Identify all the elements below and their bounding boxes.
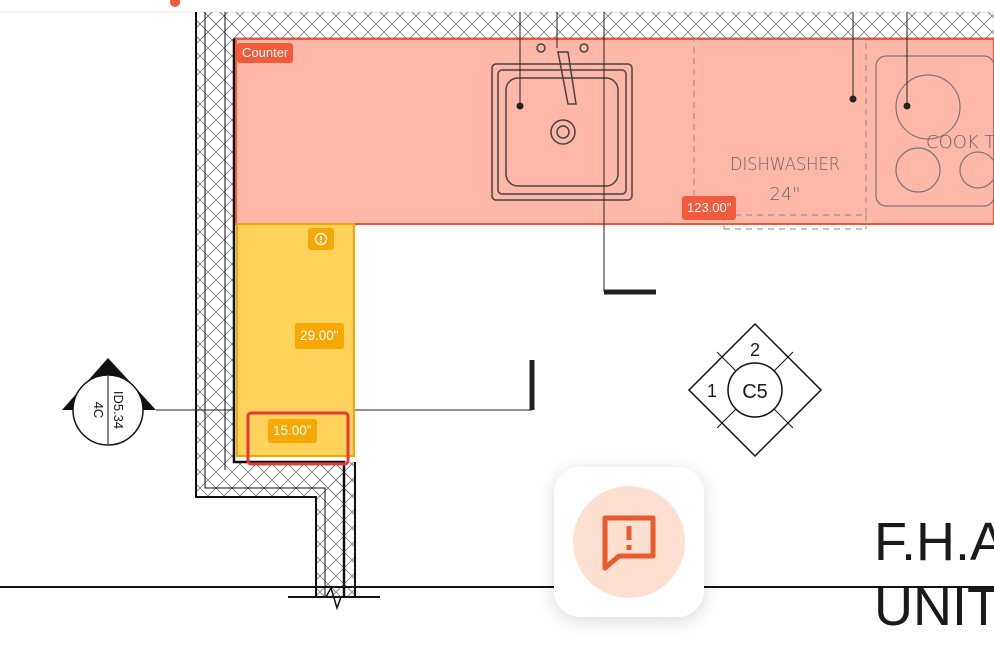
grid-tag xyxy=(687,322,823,458)
grid-tag-label: C5 xyxy=(742,381,768,403)
feedback-button[interactable] xyxy=(554,467,704,617)
title-line-2: UNIT xyxy=(874,577,994,637)
section-ref-top: ID5.34 xyxy=(111,391,126,429)
bottom-line xyxy=(0,586,994,611)
grid-tag-num-1: 1 xyxy=(707,381,717,401)
cooktop xyxy=(875,55,994,207)
cabinet-width-tag[interactable]: 15.00" xyxy=(268,419,317,443)
section-marker xyxy=(62,358,156,446)
info-icon xyxy=(314,232,328,246)
toolbar-remnant xyxy=(0,0,994,13)
feedback-alert-icon xyxy=(602,515,656,571)
dishwasher-size: 24" xyxy=(769,184,800,205)
counter-label-tag[interactable]: Counter xyxy=(237,43,294,63)
cabinet-info-button[interactable] xyxy=(308,228,334,250)
grid-tag-num-2: 2 xyxy=(750,340,760,360)
wall-hatch xyxy=(196,12,994,597)
cooktop-label: COOK T xyxy=(926,132,994,153)
title-line-1: F.H.A xyxy=(874,512,994,572)
sink xyxy=(491,43,633,201)
counter-length-tag[interactable]: 123.00" xyxy=(682,196,737,220)
dishwasher-label: DISHWASHER xyxy=(730,154,840,175)
section-marker-text: ID5.34 4C xyxy=(91,391,126,429)
cabinet-height-tag[interactable]: 29.00" xyxy=(295,323,344,349)
leader-lines xyxy=(156,12,911,411)
selection-box[interactable] xyxy=(246,411,350,466)
feedback-button-circle xyxy=(573,486,685,598)
counter-region[interactable] xyxy=(235,38,994,225)
section-ref-bottom: 4C xyxy=(91,402,106,419)
